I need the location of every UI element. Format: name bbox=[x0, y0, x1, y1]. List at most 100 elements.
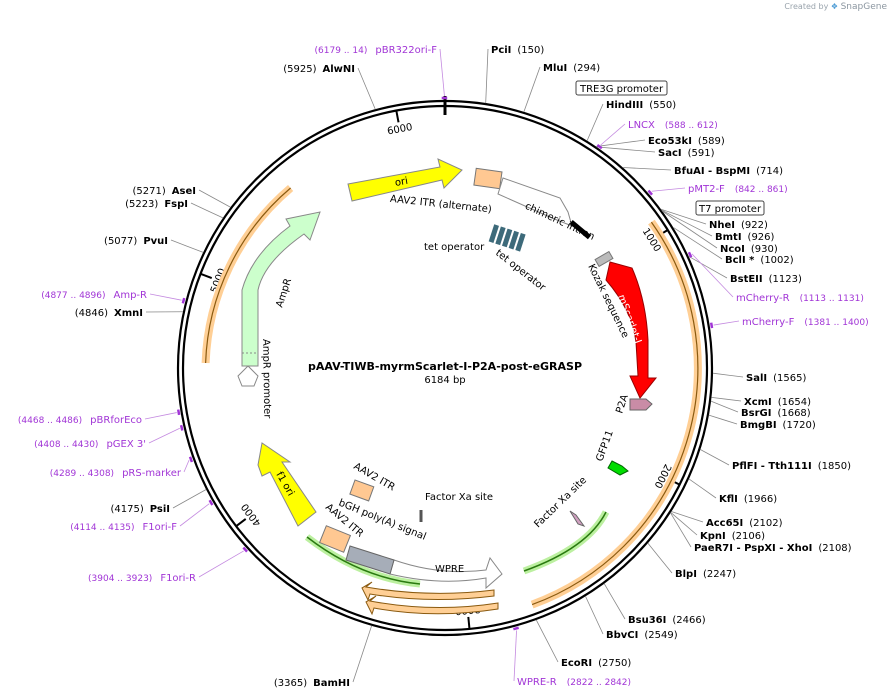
enzyme-leader-line bbox=[485, 48, 489, 104]
enzyme-leader-line bbox=[523, 66, 541, 113]
enzyme-leader-line bbox=[660, 208, 707, 225]
aav2-itr-alt-label: AAV2 ITR (alternate) bbox=[389, 194, 492, 216]
enzyme-site-label: NheI(922) bbox=[709, 220, 768, 231]
mscarlet-arrow bbox=[605, 261, 658, 399]
enzyme-site-label: Acc65I(2102) bbox=[706, 518, 783, 529]
primer-leader-line bbox=[183, 459, 190, 473]
enzyme-leader-line bbox=[357, 67, 376, 110]
primer-leader-line bbox=[439, 48, 445, 97]
enzyme-site-label: BstEII(1123) bbox=[730, 274, 802, 285]
ampr-promoter-arrow bbox=[237, 365, 259, 387]
tick-label: 4000 bbox=[240, 501, 264, 528]
enzyme-leader-line bbox=[711, 396, 742, 402]
bgh-box bbox=[345, 545, 395, 575]
primer-binding-mark bbox=[647, 189, 653, 196]
tick-mark bbox=[467, 616, 471, 629]
gfp11-label: GFP11 bbox=[594, 429, 615, 463]
primer-binding-mark bbox=[709, 322, 714, 329]
enzyme-leader-line bbox=[170, 239, 204, 253]
primer-binding-mark bbox=[242, 546, 248, 553]
enzyme-leader-line bbox=[603, 583, 626, 620]
enzyme-leader-line bbox=[586, 103, 604, 141]
primer-label: mCherry-F(1381 .. 1400) bbox=[742, 317, 869, 328]
enzyme-leader-line bbox=[700, 449, 730, 466]
enzyme-site-label: BmgBI(1720) bbox=[740, 420, 816, 431]
enzyme-leader-line bbox=[670, 512, 698, 536]
enzyme-site-label: PciI(150) bbox=[491, 45, 544, 56]
primer-leader-line bbox=[713, 320, 740, 326]
tick-mark bbox=[235, 518, 247, 527]
enzyme-leader-line bbox=[710, 400, 739, 413]
enzyme-site-label: (5223)FspI bbox=[125, 199, 188, 210]
primer-leader-line bbox=[144, 412, 177, 420]
enzyme-leader-line bbox=[647, 542, 673, 574]
tre3g-promoter-box bbox=[575, 80, 668, 96]
primer-leader-line bbox=[600, 123, 626, 146]
primer-label: pMT2-F(842 .. 861) bbox=[688, 184, 788, 195]
primer-binding-mark bbox=[181, 297, 186, 304]
watermark-brand: SnapGene bbox=[840, 2, 887, 12]
f1-ori-arrow bbox=[257, 442, 317, 527]
enzyme-site-label: PflFI - Tth111I(1850) bbox=[732, 461, 851, 472]
primer-binding-mark bbox=[687, 251, 693, 258]
primer-binding-mark bbox=[176, 409, 181, 416]
ori-label: ori bbox=[394, 176, 409, 189]
enzyme-site-label: (5271)AseI bbox=[133, 186, 196, 197]
kozak-black-bar bbox=[569, 219, 592, 240]
tick-label: 6000 bbox=[386, 122, 413, 138]
ampr-label: AmpR bbox=[274, 277, 294, 309]
enzyme-site-label: Eco53kI(589) bbox=[648, 136, 725, 147]
enzyme-leader-line bbox=[670, 512, 692, 548]
ampr-promoter-label: AmpR promoter bbox=[260, 339, 272, 420]
enzyme-site-label: NcoI(930) bbox=[720, 244, 778, 255]
enzyme-leader-line bbox=[708, 414, 738, 425]
primer-label: (4468 .. 4486)pBRforEco bbox=[18, 415, 142, 426]
enzyme-leader-line bbox=[712, 372, 744, 378]
enzyme-leader-line bbox=[688, 478, 717, 499]
primer-label: WPRE-R(2822 .. 2842) bbox=[517, 677, 631, 688]
enzyme-leader-line bbox=[535, 619, 559, 663]
kozak-box bbox=[594, 250, 614, 268]
primer-leader-line bbox=[198, 550, 244, 578]
enzyme-leader-line bbox=[672, 226, 723, 260]
enzyme-site-label: BmtI(926) bbox=[715, 232, 775, 243]
primer-binding-mark bbox=[208, 499, 214, 506]
wpre-arrow bbox=[389, 556, 503, 590]
primer-leader-line bbox=[179, 503, 210, 527]
primer-label: (3904 .. 3923)F1ori-R bbox=[88, 573, 196, 584]
primer-binding-mark bbox=[188, 456, 194, 463]
enzyme-site-label: (4175)PsiI bbox=[110, 504, 170, 515]
enzyme-site-label: KflI(1966) bbox=[719, 494, 777, 505]
enzyme-site-label: MluI(294) bbox=[543, 63, 600, 74]
p2a-label: P2A bbox=[614, 393, 630, 415]
primer-label: LNCX(588 .. 612) bbox=[628, 120, 718, 131]
primer-leader-line bbox=[691, 253, 734, 298]
enzyme-site-label: (5077)PvuI bbox=[104, 236, 168, 247]
enzyme-leader-line bbox=[661, 209, 713, 237]
enzyme-site-label: EcoRI(2750) bbox=[561, 658, 631, 669]
tick-mark bbox=[200, 272, 213, 280]
enzyme-site-label: (5925)AlwNI bbox=[283, 64, 355, 75]
tick-mark bbox=[395, 110, 400, 123]
enzyme-leader-line bbox=[352, 625, 372, 683]
enzyme-site-label: (4846)XmnI bbox=[75, 308, 143, 319]
primer-label: (4877 .. 4896)Amp-R bbox=[41, 290, 147, 301]
enzyme-site-label: XcmI(1654) bbox=[744, 397, 811, 408]
primer-label: (4114 .. 4135)F1ori-F bbox=[70, 522, 177, 533]
factor-xa-2-label: Factor Xa site bbox=[425, 492, 493, 503]
enzyme-leader-line bbox=[622, 167, 672, 171]
enzyme-leader-line bbox=[190, 202, 224, 219]
tet-operator-1-label: tet operator bbox=[424, 242, 485, 253]
t7-promoter-label: T7 promoter bbox=[698, 204, 762, 215]
primer-binding-mark bbox=[596, 144, 603, 150]
enzyme-leader-line bbox=[595, 139, 646, 147]
primer-leader-line bbox=[651, 187, 686, 192]
aav2-itr-2-box bbox=[349, 479, 375, 502]
enzyme-site-label: PaeR7I - PspXI - XhoI(2108) bbox=[694, 543, 852, 554]
tre3g-promoter-label: TRE3G promoter bbox=[579, 84, 664, 95]
enzyme-site-label: Bsu36I(2466) bbox=[628, 615, 706, 626]
gfp11-arrow bbox=[607, 460, 629, 476]
enzyme-site-label: BsrGI(1668) bbox=[741, 408, 811, 419]
primer-leader-line bbox=[148, 427, 180, 444]
